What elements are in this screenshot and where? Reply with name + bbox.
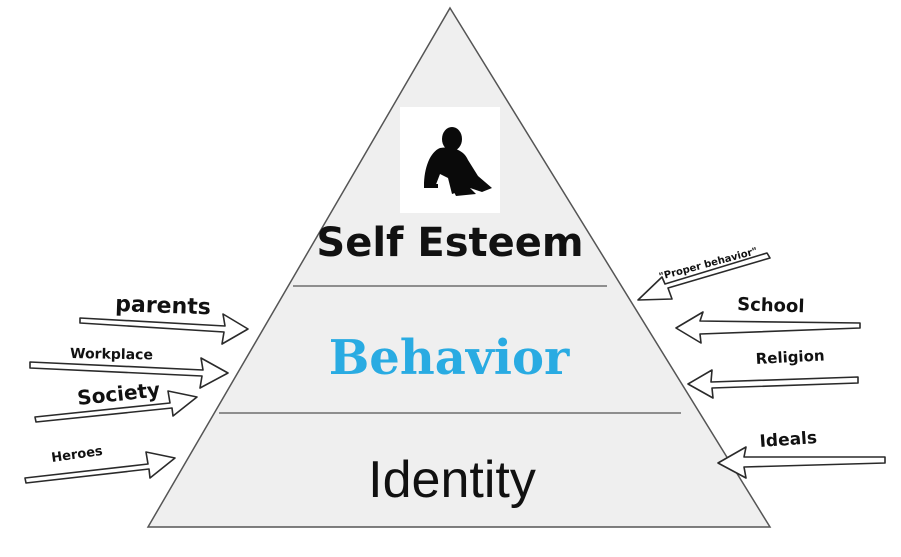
pyramid-outline: [146, 6, 772, 528]
arrow-society: [34, 390, 198, 423]
arrow-proper-behavior: [637, 252, 771, 301]
arrow-ideals: [717, 446, 886, 479]
influence-label-school: School: [737, 294, 805, 317]
arrow-religion: [687, 369, 859, 399]
tier-label-identity: Identity: [368, 451, 536, 509]
arrow-parents: [79, 313, 249, 345]
left-arrows: [24, 313, 249, 484]
arrow-heroes: [24, 451, 176, 484]
influence-label-parents: parents: [115, 292, 211, 320]
sitting-person-icon: [400, 107, 500, 213]
influence-label-heroes: Heroes: [50, 444, 103, 466]
influence-label-ideals: Ideals: [759, 428, 818, 452]
influence-label-workplace: Workplace: [70, 346, 153, 363]
right-arrows: [637, 252, 886, 479]
tier-label-self-esteem: Self Esteem: [316, 220, 583, 266]
left-influence-labels: parents Workplace Society Heroes: [50, 292, 211, 466]
influence-label-religion: Religion: [755, 346, 825, 368]
arrow-school: [675, 311, 861, 344]
arrow-workplace: [29, 357, 229, 389]
tier-label-behavior: Behavior: [329, 330, 570, 386]
